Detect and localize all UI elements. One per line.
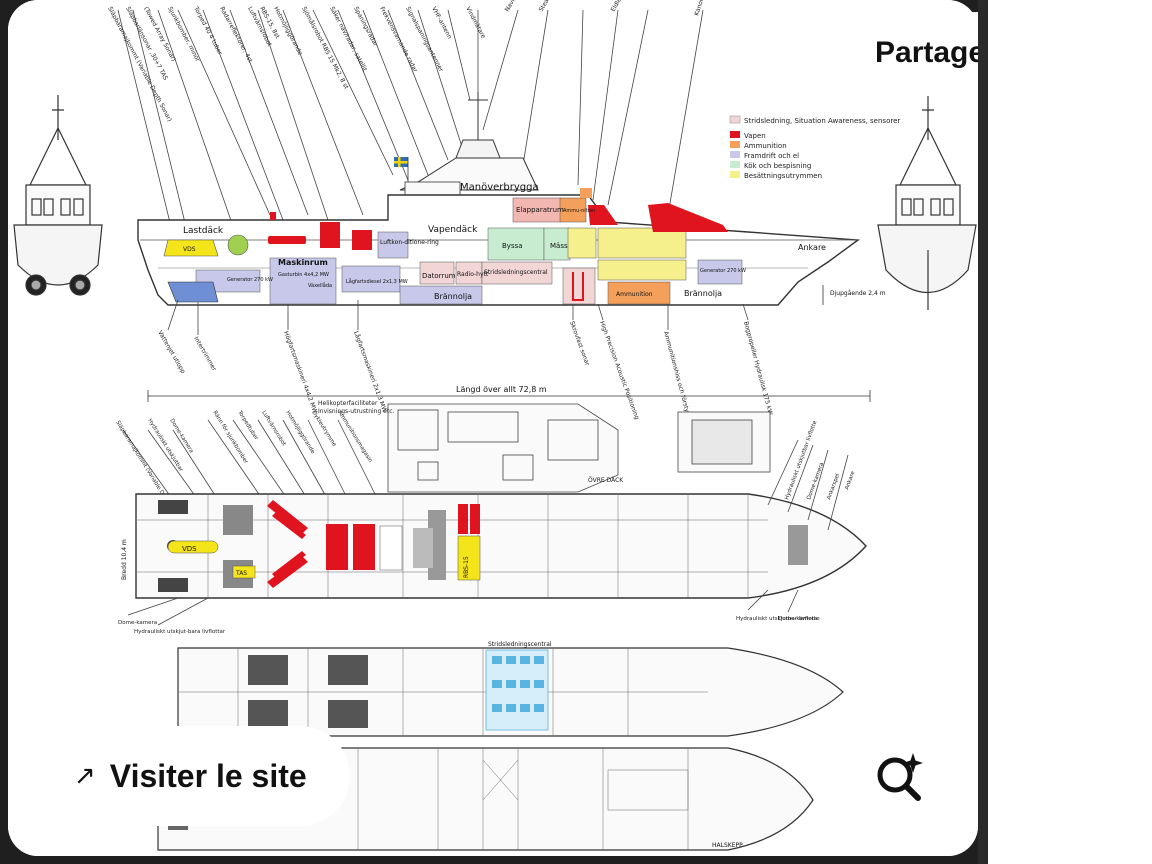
legend-swatch-kok xyxy=(730,161,740,168)
svg-text:Bredd 10,4 m: Bredd 10,4 m xyxy=(121,539,128,580)
ship-side-profile xyxy=(137,92,860,306)
legend: Stridsledning, Situation Awareness, sens… xyxy=(729,115,900,180)
svg-text:Manöverbrygga: Manöverbrygga xyxy=(460,182,539,193)
visit-site-button[interactable]: ↗ Visiter le site xyxy=(34,726,350,826)
svg-text:Djupgående 2,4 m: Djupgående 2,4 m xyxy=(830,290,886,297)
side-room-labels: Lastdäck VDS Generator 270 kW Maskinrum … xyxy=(183,182,886,301)
svg-text:VDS: VDS xyxy=(183,246,196,253)
svg-text:RBS-15: RBS-15 xyxy=(463,556,470,578)
svg-text:Hydrauliskt utskjut-bara livfl: Hydrauliskt utskjut-bara livflottar xyxy=(134,629,226,635)
front-view-left xyxy=(13,95,103,296)
visual-search-icon xyxy=(877,753,923,801)
svg-text:Lastdäck: Lastdäck xyxy=(183,226,224,236)
helideck-detail xyxy=(387,403,771,493)
legend-swatch-crew xyxy=(730,171,740,178)
svg-text:Dome-kamera: Dome-kamera xyxy=(118,620,157,626)
svg-text:Lågfartsdiesel 2x1,3 MW: Lågfartsdiesel 2x1,3 MW xyxy=(346,278,408,285)
svg-text:Elapparatrum: Elapparatrum xyxy=(516,206,564,214)
front-view-right xyxy=(877,95,977,310)
legend-swatch-prop xyxy=(730,151,740,158)
right-divider xyxy=(978,0,988,864)
svg-text:Datorrum: Datorrum xyxy=(422,272,456,280)
svg-text:Byssa: Byssa xyxy=(502,242,523,250)
plan-top-leaders xyxy=(122,419,379,501)
svg-text:Vapendäck: Vapendäck xyxy=(428,225,478,235)
svg-text:Ankare: Ankare xyxy=(798,243,826,252)
top-leader-lines xyxy=(117,9,704,236)
legend-swatch-vapen xyxy=(730,131,740,138)
heli-callout: Helikopterfaciliteter xyxy=(318,400,378,407)
svg-text:Växellåda: Växellåda xyxy=(308,282,332,289)
side-bottom-leaders xyxy=(167,299,749,335)
svg-text:Hydrauliskt utskjutbar livflot: Hydrauliskt utskjutbar livflotte xyxy=(736,616,820,622)
visual-search-button[interactable] xyxy=(848,726,952,826)
svg-text:Ammunition: Ammunition xyxy=(616,291,653,298)
svg-text:Luftkon-ditione-ring: Luftkon-ditione-ring xyxy=(380,239,439,246)
svg-text:Kök och bespisning: Kök och bespisning xyxy=(744,162,811,170)
svg-text:Längd över allt 72,8 m: Längd över allt 72,8 m xyxy=(456,385,547,394)
svg-text:Vapen: Vapen xyxy=(744,132,766,140)
svg-text:Mäss: Mäss xyxy=(550,242,568,250)
arrow-up-right-icon: ↗ xyxy=(74,761,96,791)
ship-plan-view xyxy=(135,493,867,599)
plan-right-leaders xyxy=(127,439,849,626)
svg-text:Dome-kamera: Dome-kamera xyxy=(778,616,817,622)
length-dimension: Längd över allt 72,8 m xyxy=(147,385,871,402)
halskepp-label: HALSKEPP xyxy=(712,842,743,849)
heli-callout-2: Invisnings-utrustning etc. xyxy=(318,408,395,415)
svg-text:Ammunition: Ammunition xyxy=(744,142,787,150)
svg-text:VDS: VDS xyxy=(182,545,197,553)
svg-text:Brännolja: Brännolja xyxy=(684,289,722,298)
right-panel xyxy=(988,0,1152,864)
svg-text:TAS: TAS xyxy=(235,570,247,577)
image-card: Släpbaramajkommt (Variable Depth Sonar) … xyxy=(8,0,978,856)
svg-text:Generator 270 kW: Generator 270 kW xyxy=(700,268,746,274)
share-label[interactable]: Partage xyxy=(875,36,986,69)
svg-text:Brännolja: Brännolja xyxy=(434,292,472,301)
svg-text:Framdrift och el: Framdrift och el xyxy=(744,152,799,160)
stridsledningscentral-label: Stridsledningscentral xyxy=(488,641,552,648)
svg-text:Generator 270 kW: Generator 270 kW xyxy=(227,277,273,283)
visit-site-label: Visiter le site xyxy=(109,757,307,794)
svg-text:Maskinrum: Maskinrum xyxy=(278,258,328,267)
legend-swatch-ammo xyxy=(730,141,740,148)
legend-swatch-sensor xyxy=(729,115,741,124)
svg-text:Stridsledningscentral: Stridsledningscentral xyxy=(484,269,548,276)
svg-text:Ammu-nition: Ammu-nition xyxy=(563,208,595,214)
svg-text:Gasturbin 4x4,2 MW: Gasturbin 4x4,2 MW xyxy=(278,272,329,278)
plan-view-labels: Bredd 10,4 m VDS TAS RBS-15 xyxy=(121,539,470,580)
svg-text:Besättningsutrymmen: Besättningsutrymmen xyxy=(744,172,822,180)
svg-text:Stridsledning, Situation Aware: Stridsledning, Situation Awareness, sens… xyxy=(744,117,900,125)
ovre-dack-label: ÖVRE DÄCK xyxy=(588,477,624,484)
svg-text:Radio-hytt: Radio-hytt xyxy=(457,271,489,278)
ship-lower-deck xyxy=(177,647,844,737)
